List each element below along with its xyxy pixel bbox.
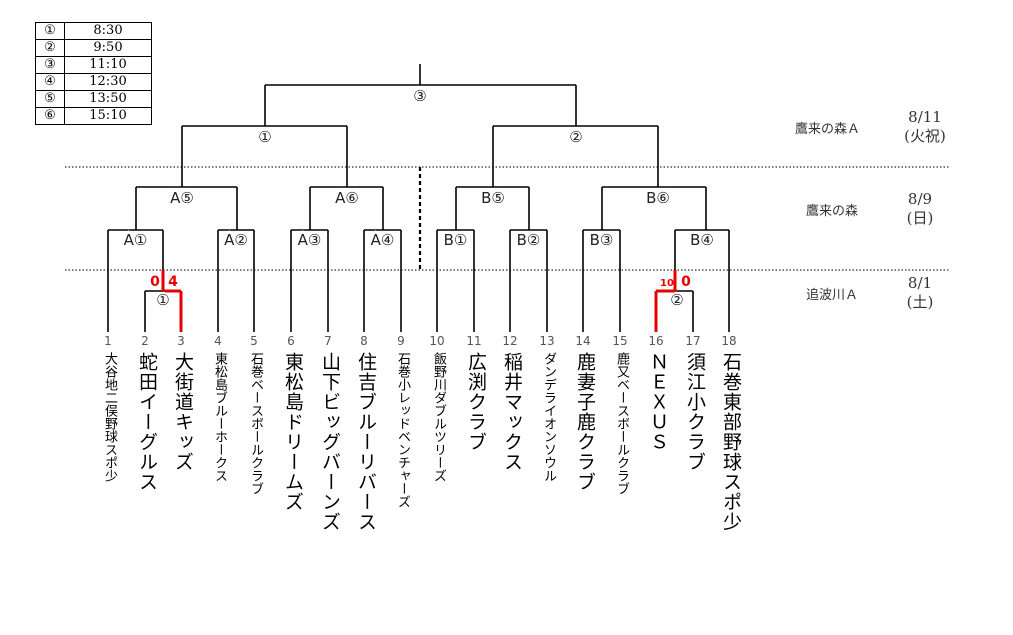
team-name: 鹿妻子鹿クラブ: [574, 352, 596, 492]
team-seed-number: 2: [141, 334, 149, 348]
team-name: 石巻小レッドベンチャーズ: [395, 352, 410, 508]
team-seed-number: 1: [104, 334, 112, 348]
r1-right-score-winner: 10: [660, 278, 674, 289]
team-name: 須江小クラブ: [684, 352, 706, 472]
team-seed-number: 18: [721, 334, 737, 348]
final-match-label: ③: [413, 87, 426, 105]
team-seed-number: 9: [397, 334, 405, 348]
team-seed-number: 8: [360, 334, 368, 348]
a1-match-label: A①: [124, 231, 148, 249]
team-seed-number: 10: [429, 334, 445, 348]
r1-left-score-winner: 4: [168, 274, 178, 290]
b5-match-label: B⑤: [481, 189, 505, 207]
team-seed-number: 5: [250, 334, 258, 348]
date-label-final: 8/11 (火祝): [895, 108, 955, 146]
team-seed-number: 11: [466, 334, 482, 348]
date-final: 8/11: [908, 108, 942, 126]
date-first: 8/1: [907, 274, 933, 292]
semi-right-match-label: ②: [569, 128, 582, 146]
day-middle: (日): [906, 209, 934, 227]
team-name: 山下ビッグバーンズ: [319, 352, 341, 532]
team-name: 飯野川ダブルツリーズ: [431, 352, 446, 482]
venue-label-first: 追波川Ａ: [806, 288, 859, 303]
team-seed-number: 7: [324, 334, 332, 348]
a4-match-label: A④: [371, 231, 395, 249]
schedule-start-time: 12:30: [64, 73, 152, 91]
team-seed-number: 4: [214, 334, 222, 348]
team-name: ＮＥＸＵＳ: [647, 352, 669, 452]
r1-left-score-loser: 0: [150, 274, 160, 290]
team-name: 稲井マックス: [501, 352, 523, 472]
b3-match-label: B③: [590, 231, 614, 249]
team-seed-number: 14: [575, 334, 591, 348]
venue-label-final: 鷹来の森Ａ: [795, 122, 861, 137]
b6-match-label: B⑥: [646, 189, 670, 207]
venue-label-middle: 鷹来の森: [806, 204, 859, 219]
team-name: 東松島ブルーホークス: [212, 352, 227, 482]
date-label-first: 8/1 (土): [890, 274, 950, 312]
r1-right-score-loser: 0: [681, 274, 691, 290]
team-seed-number: 16: [648, 334, 664, 348]
team-seed-number: 3: [177, 334, 185, 348]
semi-left-match-label: ①: [258, 128, 271, 146]
team-name: 鹿又ベースボールクラブ: [614, 352, 629, 495]
team-seed-number: 6: [287, 334, 295, 348]
team-name: 石巻東部野球スポ少: [720, 352, 742, 532]
team-name: 住吉ブルーリバース: [355, 352, 377, 532]
team-seed-number: 17: [685, 334, 701, 348]
b4-match-label: B④: [690, 231, 714, 249]
date-middle: 8/9: [907, 190, 933, 208]
r1-right-match-label: ②: [670, 291, 683, 309]
a2-match-label: A②: [224, 231, 248, 249]
team-name: 石巻ベースボールクラブ: [248, 352, 263, 495]
team-name: 大谷地二俣野球スポ少: [102, 352, 117, 482]
b2-match-label: B②: [517, 231, 541, 249]
team-name: 東松島ドリームズ: [282, 352, 304, 512]
team-seed-number: 15: [612, 334, 628, 348]
team-name: 広渕クラブ: [465, 352, 487, 452]
a6-match-label: A⑥: [335, 189, 359, 207]
date-label-middle: 8/9 (日): [890, 190, 950, 228]
team-seed-number: 13: [539, 334, 555, 348]
a5-match-label: A⑤: [170, 189, 194, 207]
schedule-start-time: 15:10: [64, 107, 152, 125]
team-name: 大街道キッズ: [172, 352, 194, 472]
schedule-start-time: 13:50: [64, 90, 152, 108]
b1-match-label: B①: [444, 231, 468, 249]
day-final: (火祝): [904, 127, 946, 145]
team-name: ダンデライオンソウル: [541, 352, 556, 482]
a3-match-label: A③: [298, 231, 322, 249]
schedule-match-number: ⑥: [35, 107, 65, 125]
day-first: (土): [906, 293, 934, 311]
r1-left-match-label: ①: [156, 291, 169, 309]
team-seed-number: 12: [502, 334, 518, 348]
team-name: 蛇田イーグルス: [136, 352, 158, 492]
